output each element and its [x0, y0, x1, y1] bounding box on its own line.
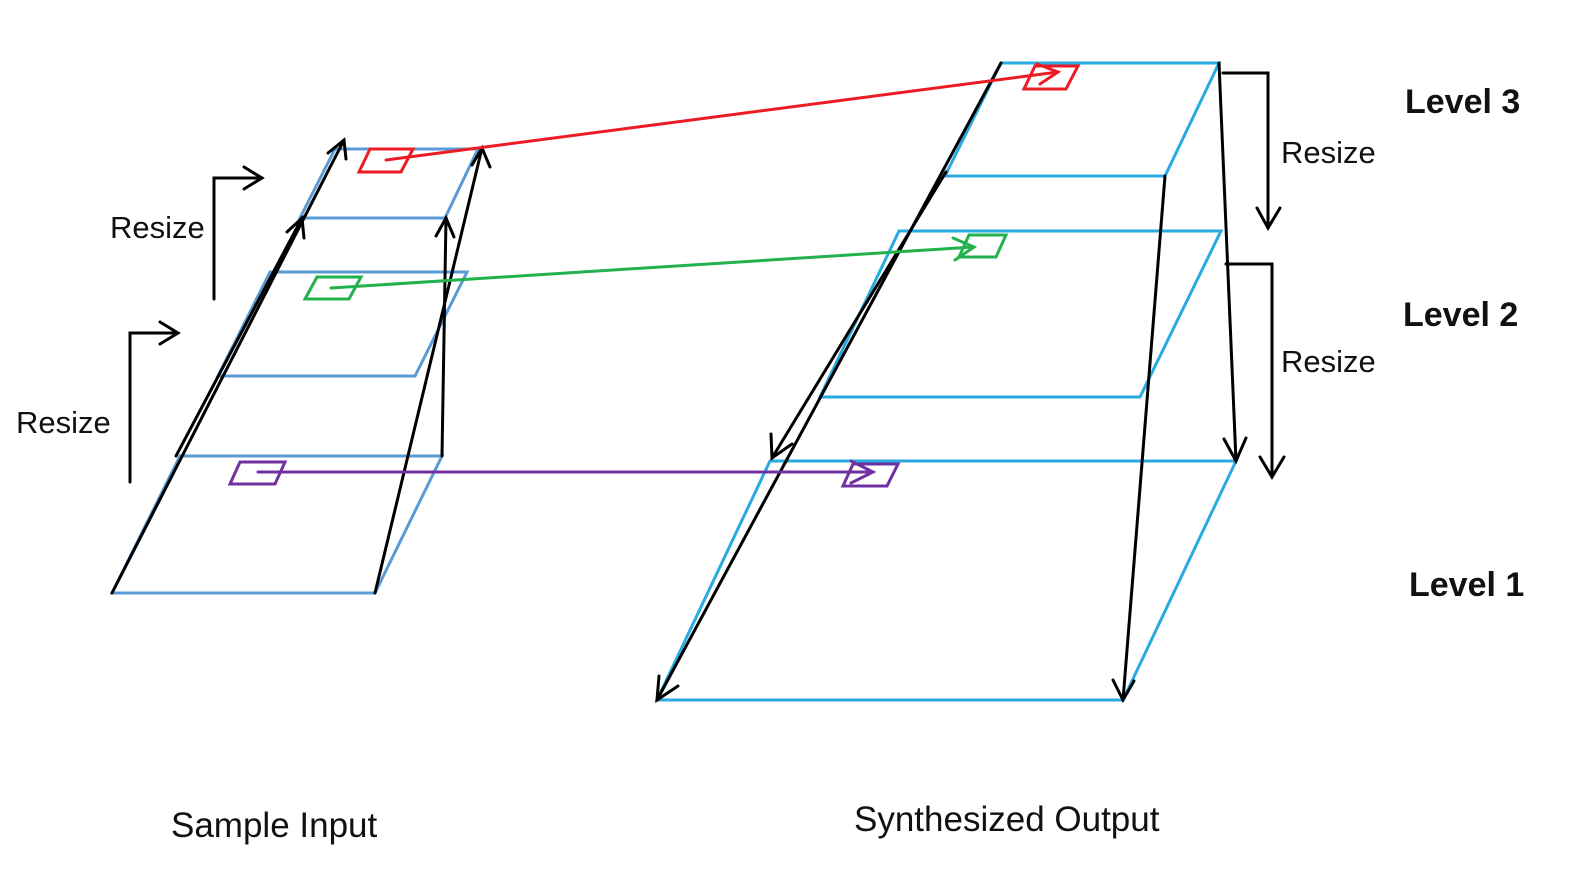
output-patch-level-1 — [840, 462, 901, 488]
arrowhead-down-icon — [655, 674, 680, 703]
arrowhead-down-icon — [1255, 206, 1282, 232]
link-arrow-level-2 — [329, 245, 976, 290]
input-patch-level-3 — [356, 147, 416, 174]
resize-arrow-upper-right — [1221, 71, 1270, 230]
input-mid-left-line — [174, 216, 304, 458]
caption-sample-input: Sample Input — [171, 806, 378, 845]
input-right-edge-line — [373, 146, 484, 595]
output-patch-level-2 — [956, 233, 1009, 259]
resize-arrow-upper — [212, 176, 264, 301]
arrowhead-up-icon — [285, 214, 306, 240]
output-right-inner-line — [1217, 61, 1238, 463]
resize-label-left-upper: Resize — [110, 210, 205, 245]
input-patch-level-1 — [227, 460, 288, 486]
arrowhead-right-icon — [242, 165, 265, 191]
resize-label-right-upper: Resize — [1281, 135, 1376, 170]
output-downsample-arrows — [655, 61, 1286, 704]
arrowhead-right-icon — [158, 320, 181, 346]
input-patch-level-2 — [302, 275, 364, 301]
output-left-outer-line — [655, 61, 1003, 702]
level-2-label: Level 2 — [1403, 296, 1518, 334]
arrowhead-up-icon — [326, 137, 348, 161]
input-upsample-arrows — [110, 137, 492, 595]
level-3-label: Level 3 — [1405, 83, 1520, 121]
patch-links — [227, 62, 1081, 488]
output-level-1-plane — [654, 459, 1239, 702]
resize-arrow-lower — [128, 331, 180, 484]
output-left-inner-line — [770, 170, 948, 460]
output-right-outer-line — [1121, 174, 1167, 702]
output-patch-level-3 — [1021, 64, 1081, 91]
input-left-edge-line — [110, 138, 346, 595]
arrowhead-down-icon — [769, 432, 794, 461]
arrowhead-down-icon — [1222, 436, 1248, 465]
input-level-2-plane — [215, 270, 470, 378]
arrowhead-down-icon — [1258, 455, 1286, 480]
level-1-label: Level 1 — [1409, 566, 1524, 604]
resize-label-right-lower: Resize — [1281, 344, 1376, 379]
output-level-2-plane — [817, 229, 1224, 399]
arrowhead-up-icon — [434, 214, 456, 239]
caption-synthesized-output: Synthesized Output — [854, 800, 1160, 839]
arrowhead-down-icon — [1111, 678, 1136, 704]
link-arrow-level-3 — [384, 70, 1060, 162]
resize-label-left-lower: Resize — [16, 405, 111, 440]
resize-arrow-lower-right — [1224, 262, 1274, 479]
input-mid-right-line — [440, 216, 448, 458]
